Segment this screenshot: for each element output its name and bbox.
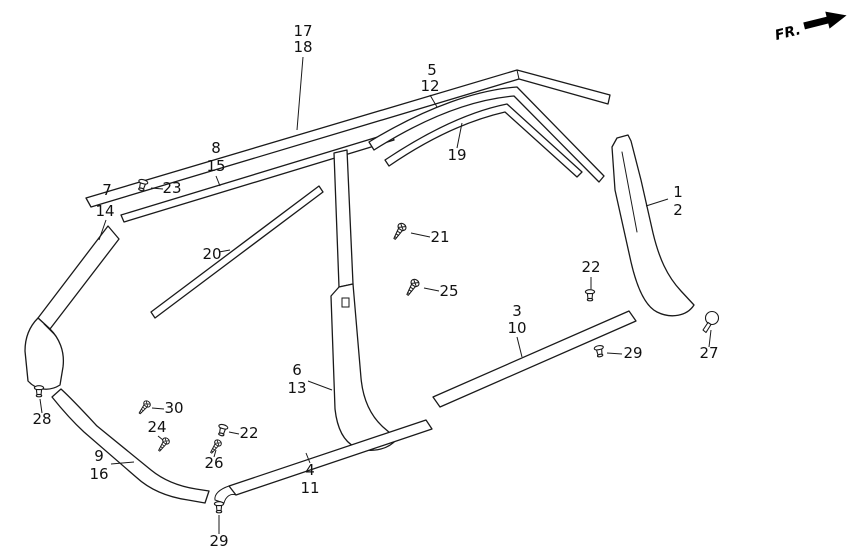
part-front-pillar-lower-detail <box>43 323 57 337</box>
callout-labels: 17 18 5 12 19 8 15 7 14 23 1 2 21 20 22 … <box>32 22 718 550</box>
clip-icon-28 <box>33 385 45 398</box>
part-front-pillar-lower-panel <box>24 317 65 390</box>
clip-icon-22-right <box>584 289 596 302</box>
part-front-pillar-garnish <box>37 225 120 330</box>
callout-26: 26 <box>204 454 223 472</box>
callout-29-mid: 29 <box>623 344 642 362</box>
part-front-roof-molding <box>120 132 395 223</box>
fr-label: FR. <box>773 22 802 44</box>
part-front-sill-garnish <box>228 419 433 496</box>
callout-24: 24 <box>147 418 166 436</box>
fr-direction-indicator: FR. <box>773 11 847 44</box>
callout-7: 7 <box>102 181 112 199</box>
callout-2: 2 <box>673 201 683 219</box>
callout-23: 23 <box>162 179 181 197</box>
callout-15: 15 <box>206 157 225 175</box>
callout-12: 12 <box>420 77 439 95</box>
callout-9: 9 <box>94 447 104 465</box>
callout-27: 27 <box>699 344 718 362</box>
callout-28: 28 <box>32 410 51 428</box>
callout-11: 11 <box>300 479 319 497</box>
callout-8: 8 <box>211 139 221 157</box>
callout-25: 25 <box>439 282 458 300</box>
leader-lines <box>39 56 712 534</box>
clip-icon-29-bottom <box>213 501 225 514</box>
part-rear-door-arch-outer <box>368 86 605 183</box>
callout-10: 10 <box>507 319 526 337</box>
part-kick-garnish <box>51 388 210 504</box>
screw-icon-30 <box>136 399 153 417</box>
part-rear-sill-garnish <box>432 310 637 408</box>
part-rear-pillar-detail <box>621 151 638 233</box>
part-rear-pillar-garnish <box>611 134 695 317</box>
callout-22-right: 22 <box>581 258 600 276</box>
part-center-pillar-hook <box>341 297 350 308</box>
callout-1: 1 <box>673 183 683 201</box>
part-center-pillar-garnish-upper <box>333 149 354 288</box>
callout-20: 20 <box>202 245 221 263</box>
clip-icon-22-left <box>215 423 229 438</box>
fr-arrow-icon <box>803 11 847 30</box>
part-shapes <box>24 69 695 504</box>
callout-16: 16 <box>89 465 108 483</box>
pin-icon-27 <box>702 310 720 334</box>
screw-icon-21 <box>390 221 408 242</box>
callout-22-left: 22 <box>239 424 258 442</box>
callout-18: 18 <box>293 38 312 56</box>
callout-5: 5 <box>427 61 437 79</box>
clip-icon-29-mid <box>593 344 606 359</box>
part-center-pillar-garnish-lower <box>330 283 398 451</box>
callout-6: 6 <box>292 361 302 379</box>
screw-icon-24 <box>155 436 172 454</box>
callout-30: 30 <box>164 399 183 417</box>
screw-icon-25 <box>403 277 421 298</box>
callout-4: 4 <box>305 461 315 479</box>
callout-17: 17 <box>293 22 312 40</box>
callout-14: 14 <box>95 202 114 220</box>
callout-21: 21 <box>430 228 449 246</box>
part-roof-side-molding-joint <box>516 69 520 80</box>
part-front-door-upper-trim <box>150 185 324 319</box>
callout-3: 3 <box>512 302 522 320</box>
callout-19: 19 <box>447 146 466 164</box>
callout-29-bottom: 29 <box>209 532 228 550</box>
callout-13: 13 <box>287 379 306 397</box>
part-rear-door-arch-inner <box>384 103 583 178</box>
